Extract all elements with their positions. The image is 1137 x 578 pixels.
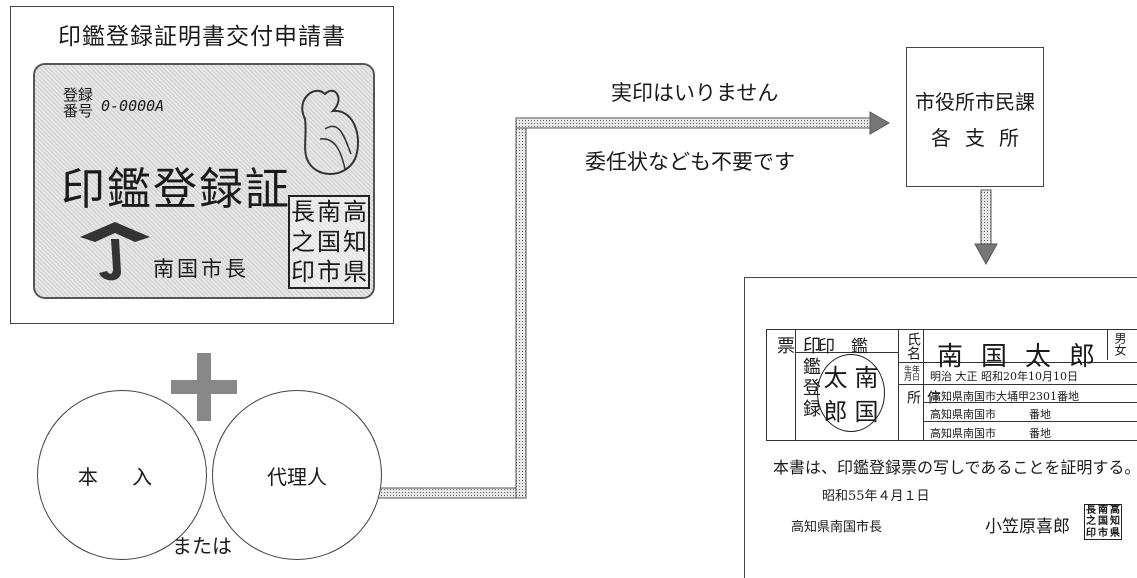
no-proxy-message: 委任状なども不要です [585, 150, 795, 174]
registrant-name: 南国太郎 [937, 342, 1114, 372]
registration-number: 0-0000A [101, 97, 165, 115]
sex-field: 男女 [1113, 332, 1127, 356]
card-mayor-text: 南国市長 [153, 257, 249, 281]
issued-certificate: 印鑑登録票 印鑑 太 南 郎 国 氏名 南国太郎 男女 生年月日 明治 大正 昭… [744, 277, 1137, 578]
seal-char: 高 [1110, 505, 1120, 516]
address-label: 住所 [905, 390, 941, 418]
application-title: 印鑑登録証明書交付申請書 [58, 24, 346, 50]
dob-label: 生年月日 [904, 365, 920, 382]
certification-statement: 本書は、印鑑登録票の写しであることを証明する。 [773, 458, 1137, 477]
application-form: 印鑑登録証明書交付申請書 登録番号 0-0000A 印鑑登録証 南国市長 長 南… [10, 6, 394, 324]
office-line-2: 各支所 [931, 126, 1033, 150]
seal-char: 県 [343, 258, 367, 286]
seal-char: 長 [1086, 505, 1096, 516]
seal-char: 国 [854, 398, 879, 426]
seal-char: 知 [1110, 516, 1120, 528]
registration-side-label: 印鑑登録票 [774, 336, 821, 420]
plus-icon-bar [171, 380, 237, 394]
seal-char: 高 [343, 198, 367, 226]
agent-applicant-circle: 代理人 [212, 390, 382, 560]
mayor-seal-stamp: 長 南 高 之 国 知 印 市 県 [1084, 504, 1122, 540]
agent-applicant-label: 代理人 [267, 464, 327, 489]
office-line-1: 市役所市民課 [915, 90, 1035, 114]
mayor-name: 小笠原喜郎 [985, 517, 1070, 537]
name-label: 氏名 [905, 332, 921, 360]
no-seal-message: 実印はいりません [611, 81, 779, 105]
seal-char: 市 [1098, 527, 1108, 539]
address-line: 高知県南国市 番地 [930, 408, 1051, 421]
seal-char: 南 [317, 198, 341, 226]
issue-date: 昭和55年４月１日 [822, 489, 930, 504]
seal-char: 長 [291, 198, 315, 226]
self-applicant-label: 本 入 [77, 464, 167, 489]
flow-arrows [364, 111, 998, 499]
registered-seal: 太 南 郎 国 [817, 354, 885, 432]
seal-char: 之 [1086, 516, 1096, 528]
seal-char: 県 [1110, 527, 1120, 539]
dob-value: 明治 大正 昭和20年10月10日 [930, 370, 1078, 383]
seal-char: 太 [823, 364, 848, 392]
seal-char: 南 [854, 364, 879, 392]
connector-arrow [364, 111, 890, 499]
or-label: または [172, 534, 232, 558]
address-line: 高知県南国市大埇甲2301番地 [930, 390, 1079, 403]
seal-char: 南 [1098, 505, 1108, 516]
registration-number-label: 登録番号 [63, 86, 94, 120]
seal-char: 郎 [823, 398, 848, 426]
seal-char: 之 [291, 228, 315, 256]
seal-char: 国 [1098, 516, 1108, 528]
registration-table: 印鑑登録票 印鑑 太 南 郎 国 氏名 南国太郎 男女 生年月日 明治 大正 昭… [766, 329, 1137, 441]
seal-char: 印 [1086, 527, 1096, 539]
mayor-title: 高知県南国市長 [791, 520, 883, 535]
seal-char: 知 [343, 228, 367, 256]
seal-char: 市 [317, 258, 341, 286]
address-line: 高知県南国市 番地 [930, 427, 1051, 440]
seal-header: 印鑑 [818, 337, 884, 357]
card-seal-stamp: 長 南 高 之 国 知 印 市 県 [288, 195, 370, 289]
seal-char: 印 [291, 258, 315, 286]
city-emblem-icon [80, 222, 150, 281]
registration-card: 登録番号 0-0000A 印鑑登録証 南国市長 長 南 高 之 国 知 印 市 … [33, 63, 375, 299]
down-arrow [974, 189, 998, 266]
card-main-text: 印鑑登録証 [61, 164, 291, 215]
self-applicant-circle: 本 入 [37, 390, 207, 560]
rooster-icon [301, 89, 359, 175]
seal-char: 国 [317, 228, 341, 256]
office-box: 市役所市民課 各支所 [906, 47, 1044, 187]
